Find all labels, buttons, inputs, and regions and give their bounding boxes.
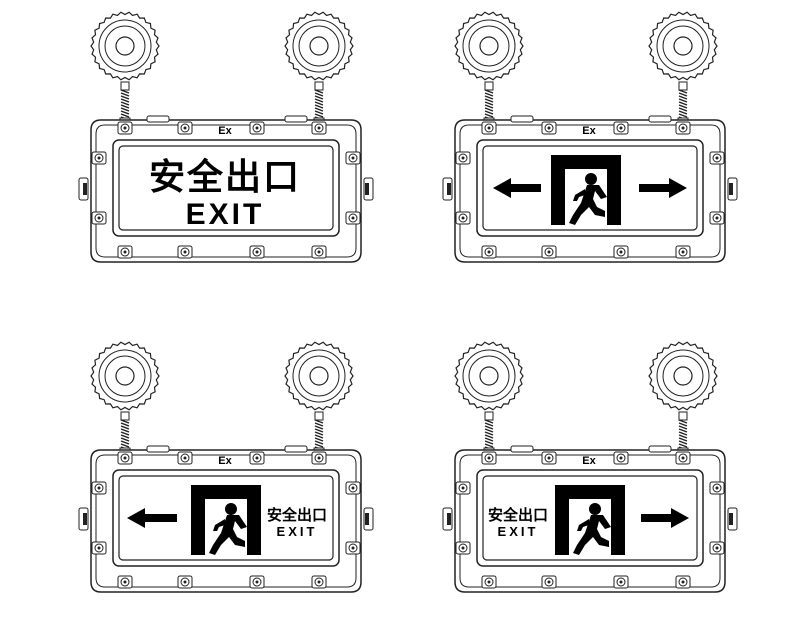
screw-icon — [177, 451, 193, 465]
screw-icon — [455, 151, 471, 165]
screw-icon — [345, 211, 361, 225]
screw-icon — [455, 541, 471, 555]
fixture-bottom-left: Ex 安全出口 EXIT — [78, 341, 374, 593]
sign-exit-text: EXIT — [277, 524, 318, 539]
screw-icon — [675, 451, 691, 465]
arrow-right-icon — [639, 178, 687, 198]
lamp-head-left — [454, 341, 524, 455]
screw-icon — [675, 121, 691, 135]
screw-icon — [613, 245, 629, 259]
screw-icon — [117, 121, 133, 135]
arrow-right-icon — [641, 508, 689, 528]
fixture-bottom-right: Ex 安全出口 EXIT — [442, 341, 738, 593]
sign-exit-text: EXIT — [498, 524, 539, 539]
screw-icon — [541, 451, 557, 465]
screw-icon — [91, 541, 107, 555]
screw-icon — [345, 541, 361, 555]
lamp-head-left — [90, 11, 160, 125]
screw-icon — [177, 575, 193, 589]
screw-icon — [675, 575, 691, 589]
screw-icon — [311, 575, 327, 589]
screw-icon — [345, 151, 361, 165]
screw-icon — [311, 121, 327, 135]
screw-icon — [455, 481, 471, 495]
screw-icon — [311, 451, 327, 465]
screw-icon — [91, 151, 107, 165]
screw-icon — [613, 575, 629, 589]
sign-chinese-text: 安全出口 — [488, 506, 548, 524]
screw-icon — [709, 151, 725, 165]
screw-icon — [117, 451, 133, 465]
screw-icon — [311, 245, 327, 259]
screw-icon — [709, 481, 725, 495]
ex-mark: Ex — [218, 455, 232, 467]
screw-icon — [91, 211, 107, 225]
screw-icon — [249, 451, 265, 465]
running-man-icon — [191, 485, 261, 555]
arrow-left-icon — [493, 178, 541, 198]
sign-exit-text: EXIT — [186, 198, 265, 231]
screw-icon — [249, 245, 265, 259]
screw-icon — [481, 245, 497, 259]
fixture-top-right: Ex — [442, 11, 738, 263]
fixture-top-left: Ex 安全出口 EXIT — [78, 11, 374, 263]
ex-mark: Ex — [218, 125, 232, 137]
screw-icon — [177, 121, 193, 135]
fixture-housing — [78, 11, 374, 263]
screw-icon — [709, 211, 725, 225]
lamp-spring — [677, 411, 689, 455]
ex-mark: Ex — [582, 455, 596, 467]
lamp-head-left — [90, 341, 160, 455]
screw-icon — [481, 451, 497, 465]
ex-mark: Ex — [582, 125, 596, 137]
screw-icon — [117, 245, 133, 259]
running-man-icon — [551, 155, 621, 225]
screw-icon — [117, 575, 133, 589]
screw-icon — [91, 481, 107, 495]
screw-icon — [345, 481, 361, 495]
screw-icon — [177, 245, 193, 259]
screw-icon — [613, 121, 629, 135]
arrow-left-icon — [127, 508, 177, 528]
sign-chinese-text: 安全出口 — [149, 156, 301, 198]
screw-icon — [709, 541, 725, 555]
lamp-head-left — [454, 11, 524, 125]
lamp-head-right — [648, 11, 718, 125]
screw-icon — [541, 575, 557, 589]
lamp-head-right — [648, 341, 718, 455]
screw-icon — [541, 245, 557, 259]
screw-icon — [541, 121, 557, 135]
running-man-icon — [555, 485, 625, 555]
screw-icon — [613, 451, 629, 465]
screw-icon — [481, 575, 497, 589]
screw-icon — [249, 121, 265, 135]
screw-icon — [481, 121, 497, 135]
sign-chinese-text: 安全出口 — [267, 506, 327, 524]
screw-icon — [675, 245, 691, 259]
screw-icon — [249, 575, 265, 589]
screw-icon — [455, 211, 471, 225]
